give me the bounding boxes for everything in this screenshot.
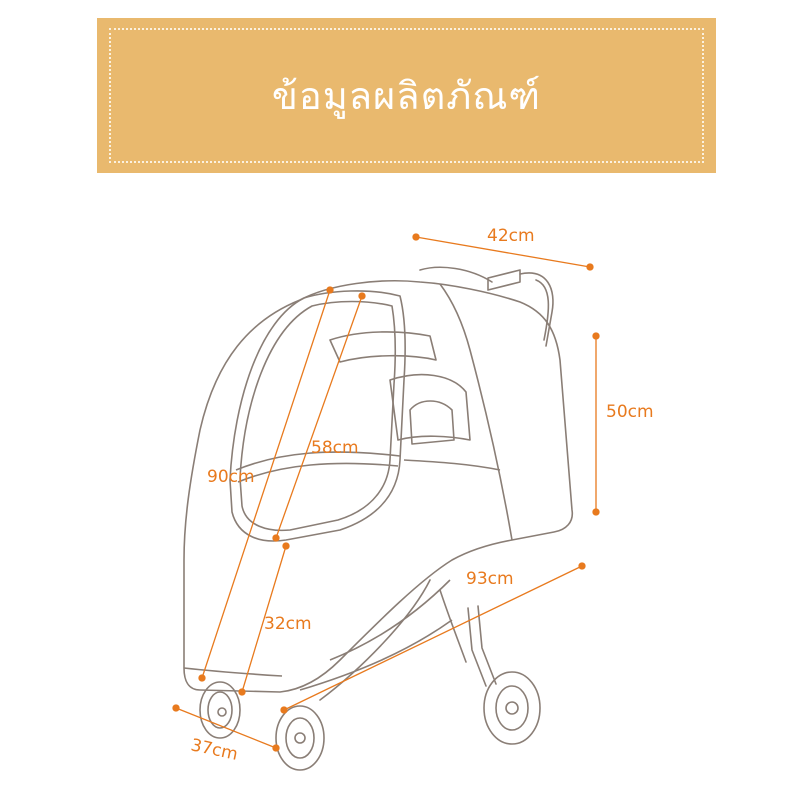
dim-dot [272, 744, 280, 752]
dim-dot [326, 286, 334, 294]
cover-outline [183, 280, 574, 693]
rear-wheel [483, 671, 541, 745]
dim-dot [198, 674, 206, 682]
dimension-lines [172, 233, 600, 752]
dim-dot [172, 704, 180, 712]
dim-dot [358, 292, 366, 300]
dim-line-front-height [201, 289, 331, 679]
stroller-illustration [199, 266, 554, 771]
dim-label-front-height: 90cm [207, 467, 255, 487]
header-banner: ข้อมูลผลิตภัณฑ์ [97, 18, 716, 173]
dim-label-top-width: 42cm [487, 226, 535, 246]
dim-dot [282, 542, 290, 550]
dim-label-base-length: 93cm [466, 569, 514, 589]
dim-dot [578, 562, 586, 570]
banner-dotted-frame [109, 28, 704, 163]
dim-dot [238, 688, 246, 696]
stroller-rear-leg [467, 607, 487, 687]
dim-line-window-height [275, 295, 363, 539]
dim-line-base-length [283, 565, 583, 711]
page-title: ข้อมูลผลิตภัณฑ์ [271, 74, 542, 118]
dim-dot [586, 263, 594, 271]
dim-dot [592, 508, 600, 516]
dimension-labels: 42cm 50cm 90cm 58cm 32cm 93cm 37cm [189, 226, 654, 765]
dim-dot [592, 332, 600, 340]
dim-dot [280, 706, 288, 714]
cover-window [229, 290, 406, 542]
dim-dot [412, 233, 420, 241]
stroller-handle-arm [519, 272, 554, 347]
dim-dot [272, 534, 280, 542]
stroller-handle [487, 269, 521, 291]
front-wheel-left [199, 681, 241, 739]
front-wheel-right [275, 705, 325, 771]
dim-line-lower-front [241, 545, 287, 693]
dim-line-top-width [415, 236, 591, 268]
dim-line-base-width [175, 707, 277, 749]
dim-label-back-height: 50cm [606, 402, 654, 422]
dim-label-window-height: 58cm [311, 438, 359, 458]
rain-cover [183, 280, 574, 693]
dim-label-lower-front: 32cm [264, 614, 312, 634]
dim-label-base-width: 37cm [189, 735, 240, 764]
